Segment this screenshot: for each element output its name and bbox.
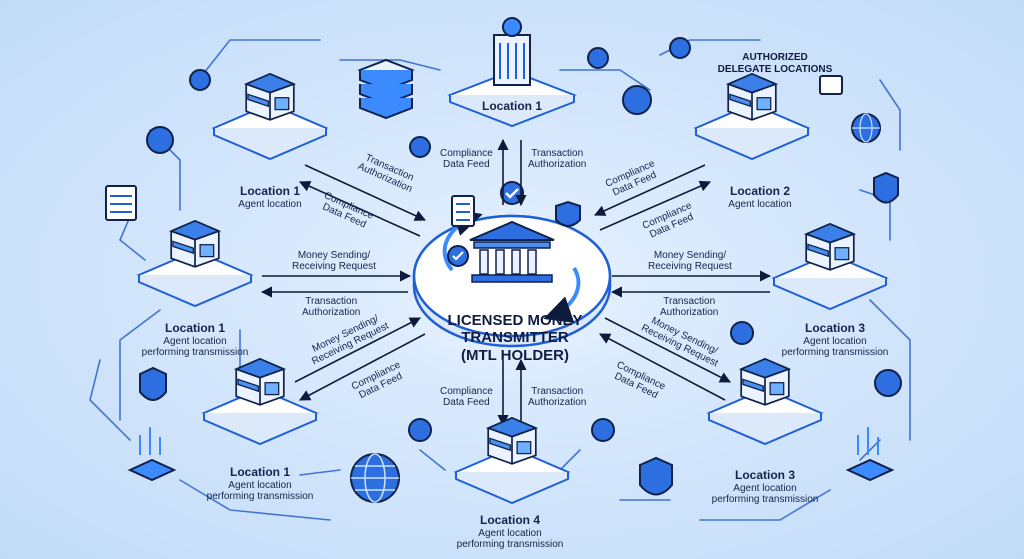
location-label: Location 2 Agent location — [728, 184, 792, 210]
document-icon — [105, 75, 843, 221]
location-label: Location 3 Agent location performing tra… — [711, 468, 819, 506]
location-label: Location 1 Agent location performing tra… — [206, 465, 314, 503]
flow-label: Money Sending/Receiving Request — [648, 250, 732, 272]
center-title-line3: (MTL HOLDER) — [460, 346, 570, 364]
center-title: LICENSED MONEY TRANSMITTER (MTL HOLDER) — [395, 312, 635, 364]
flow-arrows — [260, 138, 772, 427]
center-title-line2: TRANSMITTER — [461, 329, 569, 347]
shield-icon — [555, 200, 581, 227]
header-line2: DELEGATE LOCATIONS — [717, 63, 833, 75]
bank-building-icon — [469, 220, 555, 283]
location-label: Location 1 Agent location performing tra… — [141, 321, 249, 359]
server-stack-icon — [357, 58, 415, 120]
location-label: Location 3 Agent location performing tra… — [781, 321, 889, 359]
header-line1: AUTHORIZED — [742, 52, 808, 63]
center-title-line1: LICENSED MONEY — [447, 312, 583, 329]
location-label: Location 1 — [481, 99, 542, 113]
authorized-delegate-header: AUTHORIZED DELEGATE LOCATIONS — [700, 52, 850, 75]
hologram-pad-icon — [127, 427, 895, 482]
flow-label: Money Sending/Receiving Request — [292, 250, 376, 272]
coin-icon — [146, 37, 902, 442]
location-label: Location 4 Agent location performing tra… — [456, 513, 564, 551]
location-platforms — [136, 17, 889, 505]
shield-icon — [139, 171, 899, 496]
server-tower-icon — [493, 17, 531, 86]
checklist-icon — [451, 195, 475, 227]
location-label: Location 1 Agent location — [238, 184, 302, 210]
globe-icon — [350, 113, 881, 503]
